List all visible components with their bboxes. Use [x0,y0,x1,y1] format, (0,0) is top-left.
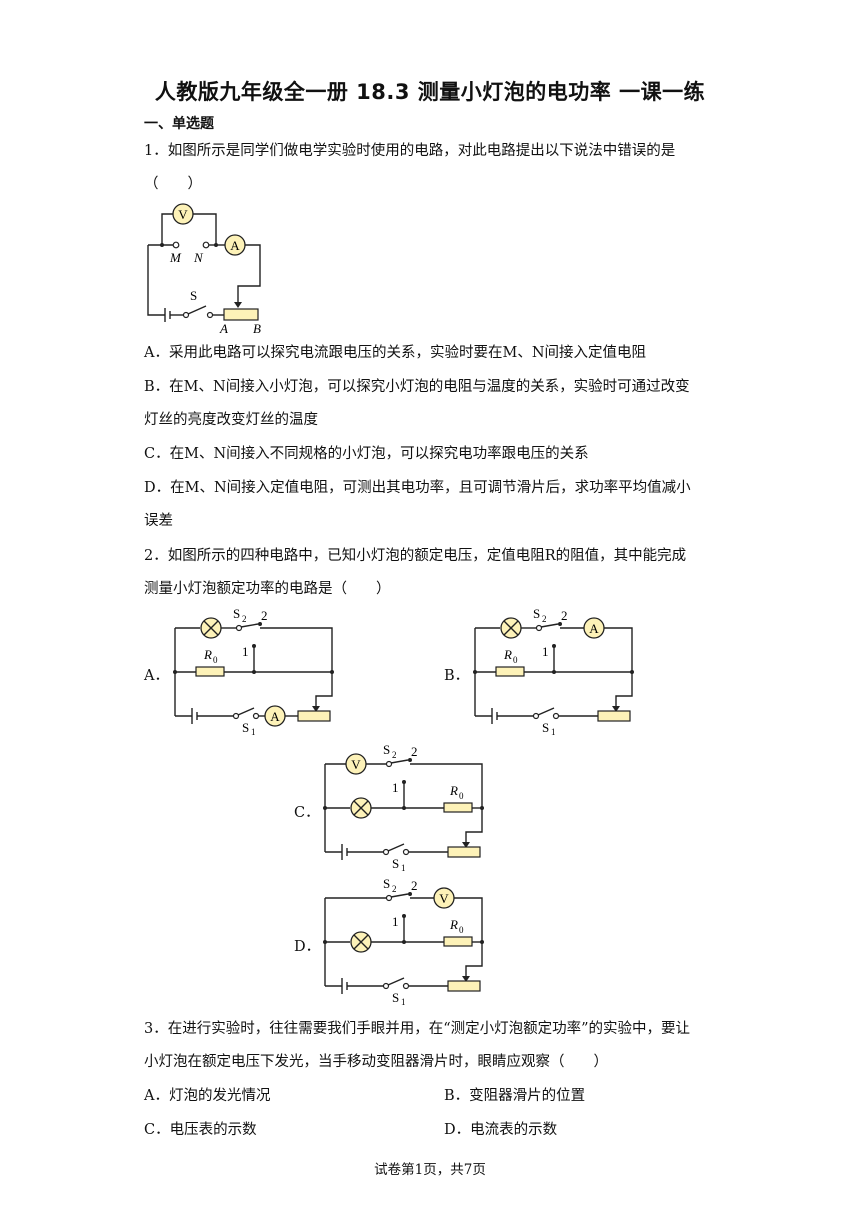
q2-circuit-b: A S 2 2 1 R 0 S 1 [473,606,634,736]
q1-option-d-line1: D．在M、N间接入定值电阻，可测出其电功率，且可调节滑片后，求功率平均值减小 [144,480,691,496]
q2-stem-line1: 2．如图所示的四种电路中，已知小灯泡的额定电压，定值电阻R的阻值，其中能完成 [144,548,687,564]
svg-text:0: 0 [213,655,218,665]
q3-option-a: A．灯泡的发光情况 [144,1088,271,1104]
svg-text:V: V [439,891,449,906]
q1-option-b-line1: B．在M、N间接入小灯泡，可以探究小灯泡的电阻与温度的关系，实验时可通过改变 [144,379,690,395]
rheostat-icon [223,308,259,321]
svg-text:2: 2 [392,750,397,760]
q2-circuit-a: S 2 2 1 R 0 S 1 A [173,606,334,736]
svg-text:S: S [542,720,549,735]
svg-text:2: 2 [542,614,547,624]
q1-option-a: A．采用此电路可以探究电流跟电压的关系，实验时要在M、N间接入定值电阻 [144,345,647,361]
q3-stem-line2: 小灯泡在额定电压下发光，当手移动变阻器滑片时，眼睛应观察（ ） [144,1054,608,1070]
q1-circuit-diagram: V A M N S A B [147,203,261,336]
svg-text:A: A [589,621,599,636]
page-title: 人教版九年级全一册 18.3 测量小灯泡的电功率 一课一练 [154,80,706,104]
svg-text:B: B [253,321,261,336]
resistor-r0-icon [195,666,225,677]
q1-option-d-line2: 误差 [144,513,173,529]
switch-s2-icon [535,624,543,632]
svg-text:1: 1 [392,780,399,795]
switch-s1-icon [532,712,540,720]
q2-option-b-label: B． [444,668,470,684]
q1-stem-line2: （ ） [144,176,202,192]
rheostat-icon [597,710,631,722]
svg-text:R: R [449,917,458,932]
svg-text:1: 1 [551,727,556,736]
svg-text:2: 2 [392,884,397,894]
svg-text:1: 1 [251,727,256,736]
svg-text:S: S [383,742,390,757]
rheostat-icon [447,980,481,992]
svg-text:V: V [351,757,361,772]
q2-stem-line2: 测量小灯泡额定功率的电路是（ ） [144,581,391,597]
svg-text:A: A [219,321,228,336]
rheostat-icon [447,846,481,858]
switch-s2-icon [235,624,243,632]
terminal-n-icon [202,241,210,249]
switch-s2-icon [385,760,393,768]
svg-text:S: S [233,606,240,621]
svg-text:S: S [392,990,399,1005]
svg-text:S: S [392,856,399,871]
svg-text:S: S [383,876,390,891]
resistor-r0-icon [495,666,525,677]
svg-text:R: R [203,647,212,662]
q2-circuit-d: V S 2 2 1 R 0 S 1 [323,876,484,1006]
svg-text:1: 1 [242,644,249,659]
q1-option-b-line2: 灯丝的亮度改变灯丝的温度 [144,412,318,428]
switch-icon [182,311,190,319]
svg-text:S: S [533,606,540,621]
svg-text:2: 2 [411,744,418,759]
svg-text:0: 0 [513,655,518,665]
q3-option-d: D．电流表的示数 [444,1122,558,1138]
svg-text:2: 2 [561,608,568,623]
svg-text:1: 1 [392,914,399,929]
section-heading: 一、单选题 [144,116,214,132]
svg-text:1: 1 [401,863,406,872]
q3-stem-line1: 3．在进行实验时，往往需要我们手眼并用，在“测定小灯泡额定功率”的实验中，要让 [144,1021,691,1037]
q2-option-a-label: A． [144,668,169,684]
svg-text:2: 2 [261,608,268,623]
svg-text:0: 0 [459,925,464,935]
q1-option-c: C．在M、N间接入不同规格的小灯泡，可以探究电功率跟电压的关系 [144,446,589,462]
voltmeter-icon [172,203,194,225]
page-footer: 试卷第1页，共7页 [374,1162,486,1178]
svg-text:V: V [178,207,188,222]
svg-text:N: N [193,250,204,265]
terminal-m-icon [172,241,180,249]
switch-s2-icon [385,894,393,902]
q3-option-b: B．变阻器滑片的位置 [444,1088,586,1104]
svg-text:2: 2 [411,878,418,893]
q2-option-c-label: C． [294,805,320,821]
svg-text:A: A [230,238,240,253]
svg-text:A: A [270,709,280,724]
switch-s1-icon [382,982,390,990]
resistor-r0-icon [443,936,473,947]
svg-text:0: 0 [459,791,464,801]
svg-text:S: S [242,720,249,735]
rheostat-icon [297,710,331,722]
q1-stem-line1: 1．如图所示是同学们做电学实验时使用的电路，对此电路提出以下说法中错误的是 [144,143,676,159]
svg-text:1: 1 [542,644,549,659]
svg-text:R: R [449,783,458,798]
svg-text:2: 2 [242,614,247,624]
resistor-r0-icon [443,802,473,813]
q3-option-c: C．电压表的示数 [144,1122,257,1138]
switch-s1-icon [382,848,390,856]
svg-text:1: 1 [401,997,406,1006]
q2-option-d-label: D． [294,939,321,955]
svg-text:R: R [503,647,512,662]
q2-circuit-c: V S 2 2 1 R 0 S 1 [323,742,484,872]
svg-text:S: S [190,288,197,303]
switch-s1-icon [232,712,240,720]
svg-text:M: M [169,250,182,265]
